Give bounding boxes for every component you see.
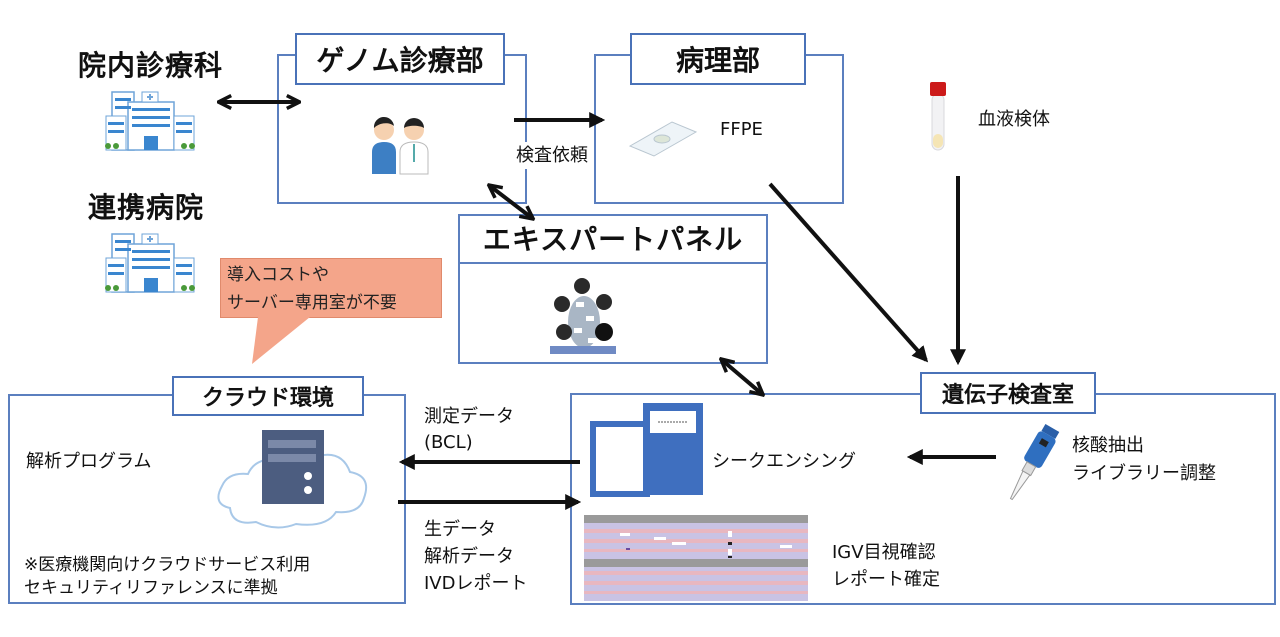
- analysis-program-label: 解析プログラム: [26, 451, 152, 472]
- gene-lab-title: 遺伝子検査室: [920, 372, 1096, 414]
- expert-panel-title: エキスパートパネル: [482, 223, 744, 256]
- hospital-building-icon: [102, 86, 198, 154]
- blood-tube-icon: [928, 82, 948, 152]
- prep-label: 核酸抽出 ライブラリー調整: [1072, 432, 1216, 488]
- cloud-note-line-1: ※医療機関向けクラウドサービス利用: [24, 555, 311, 575]
- pathology-dept-title: 病理部: [630, 33, 806, 85]
- callout-line-2: サーバー専用室が不要: [227, 293, 397, 313]
- blood-sample-label: 血液検体: [978, 109, 1050, 130]
- cloud-server-icon: [210, 428, 380, 538]
- upload-line-2: (BCL): [424, 432, 473, 453]
- igv-line-2: レポート確定: [832, 569, 940, 590]
- slide-glass-icon: [628, 116, 698, 160]
- gene-lab-title-text: 遺伝子検査室: [941, 383, 1074, 408]
- request-label: 検査依頼: [514, 142, 590, 169]
- expert-panel-box: [458, 214, 768, 364]
- download-line-2: 解析データ: [424, 546, 514, 567]
- cloud-security-note: ※医療機関向けクラウドサービス利用 セキュリティリファレンスに準拠: [24, 554, 310, 600]
- sequencer-icon: [590, 401, 706, 497]
- genome-dept-title: ゲノム診療部: [295, 33, 505, 85]
- genome-dept-title-text: ゲノム診療部: [316, 44, 484, 77]
- arrow-expert-lab: [722, 360, 762, 394]
- igv-screenshot-icon: [584, 515, 808, 601]
- cloud-env-title: クラウド環境: [172, 376, 364, 416]
- igv-line-1: IGV目視確認: [832, 542, 936, 563]
- ffpe-label: FFPE: [720, 119, 763, 140]
- prep-line-1: 核酸抽出: [1072, 435, 1144, 456]
- igv-label: IGV目視確認 レポート確定: [832, 539, 940, 593]
- upload-data-label: 測定データ (BCL): [424, 404, 514, 456]
- expert-panel-divider: [458, 262, 768, 264]
- pipette-icon: [996, 420, 1066, 506]
- download-line-3: IVDレポート: [424, 573, 528, 594]
- prep-line-2: ライブラリー調整: [1072, 463, 1216, 484]
- callout-note: 導入コストや サーバー専用室が不要: [220, 258, 442, 318]
- internal-dept-label: 院内診療科: [78, 49, 224, 82]
- meeting-icon: [548, 276, 618, 356]
- callout-line-1: 導入コストや: [227, 265, 329, 285]
- download-data-label: 生データ 解析データ IVDレポート: [424, 516, 527, 597]
- cloud-note-line-2: セキュリティリファレンスに準拠: [24, 578, 278, 598]
- upload-line-1: 測定データ: [424, 406, 514, 427]
- sequencing-label: シークエンシング: [712, 451, 856, 472]
- partner-hospital-label: 連携病院: [88, 191, 205, 224]
- cloud-env-title-text: クラウド環境: [201, 386, 334, 411]
- doctor-patient-icon: [368, 116, 438, 176]
- callout-tail: [252, 317, 310, 364]
- arrow-pathology-lab: [768, 182, 929, 363]
- pathology-dept-title-text: 病理部: [675, 44, 760, 77]
- hospital-building-icon: [102, 228, 198, 296]
- download-line-1: 生データ: [424, 519, 496, 540]
